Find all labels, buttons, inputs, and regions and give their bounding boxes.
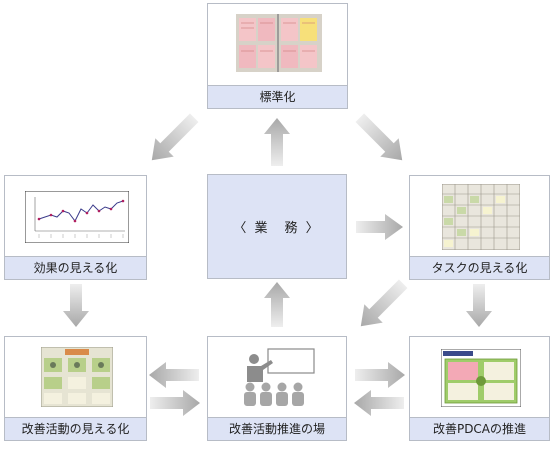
arrow-effect-to-visualization <box>63 284 89 327</box>
effect-visualization-label: 効果の見える化 <box>5 256 146 279</box>
kaizen-board-photo <box>5 337 146 418</box>
center-business: 〈 業 務 〉 <box>207 174 347 279</box>
arrow-center-to-standardization <box>264 118 290 166</box>
arrow-visualization-to-venue <box>150 390 200 416</box>
kaizen-activity-visualization-label: 改善活動の見える化 <box>5 417 146 440</box>
node-kaizen-pdca: 改善PDCAの推進 <box>409 336 550 441</box>
arrow-pdca-to-venue <box>354 390 404 416</box>
arrow-standardization-to-effect <box>151 113 199 161</box>
arrow-venue-to-pdca <box>355 362 405 388</box>
arrow-venue-to-visualization <box>149 362 199 388</box>
node-kaizen-activity-visualization: 改善活動の見える化 <box>4 336 147 441</box>
arrow-task-to-pdca <box>466 284 492 327</box>
node-task-visualization: タスクの見える化 <box>409 175 550 280</box>
arrow-standardization-to-task <box>355 113 403 161</box>
node-standardization: 標準化 <box>207 3 348 109</box>
kaizen-pdca-label: 改善PDCAの推進 <box>410 417 549 440</box>
effect-chart-image <box>5 176 146 257</box>
standardization-label: 標準化 <box>208 85 347 108</box>
arrow-center-to-task <box>356 214 403 240</box>
arrow-task-to-venue <box>360 279 408 327</box>
standardization-photo <box>208 4 347 86</box>
node-kaizen-activity-venue: 改善活動推進の場 <box>207 336 347 441</box>
node-effect-visualization: 効果の見える化 <box>4 175 147 280</box>
presentation-icon <box>208 337 346 418</box>
kaizen-activity-venue-label: 改善活動推進の場 <box>208 417 346 440</box>
pdca-sheet-image <box>410 337 549 418</box>
arrow-venue-to-center <box>264 282 290 327</box>
center-label: 〈 業 務 〉 <box>233 221 321 236</box>
task-board-photo <box>410 176 549 257</box>
task-visualization-label: タスクの見える化 <box>410 256 549 279</box>
